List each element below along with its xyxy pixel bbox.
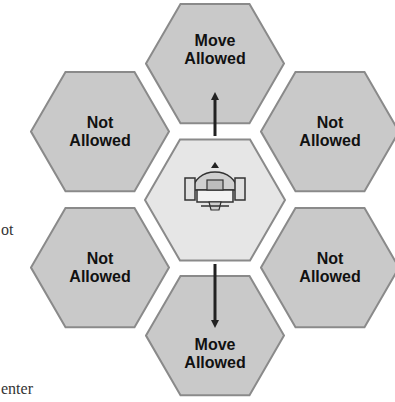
hex-label: Not Allowed: [288, 114, 372, 150]
hex-cell: Not Allowed: [30, 71, 170, 192]
page-text: ot: [1, 221, 13, 239]
page-text: enter: [1, 380, 33, 398]
hex-label: Not Allowed: [58, 114, 142, 150]
move-arrow: [214, 264, 217, 324]
center-hex: [145, 139, 285, 260]
hex-label: Move Allowed: [173, 32, 257, 68]
move-arrow: [214, 96, 217, 136]
hex-label: Move Allowed: [173, 336, 257, 372]
hex-cell: Not Allowed: [260, 71, 395, 192]
hex-label: Not Allowed: [58, 250, 142, 286]
hex-cell: Not Allowed: [30, 207, 170, 328]
mech-icon: [185, 162, 245, 210]
hex-label: Not Allowed: [288, 250, 372, 286]
hex-cell: Not Allowed: [260, 207, 395, 328]
